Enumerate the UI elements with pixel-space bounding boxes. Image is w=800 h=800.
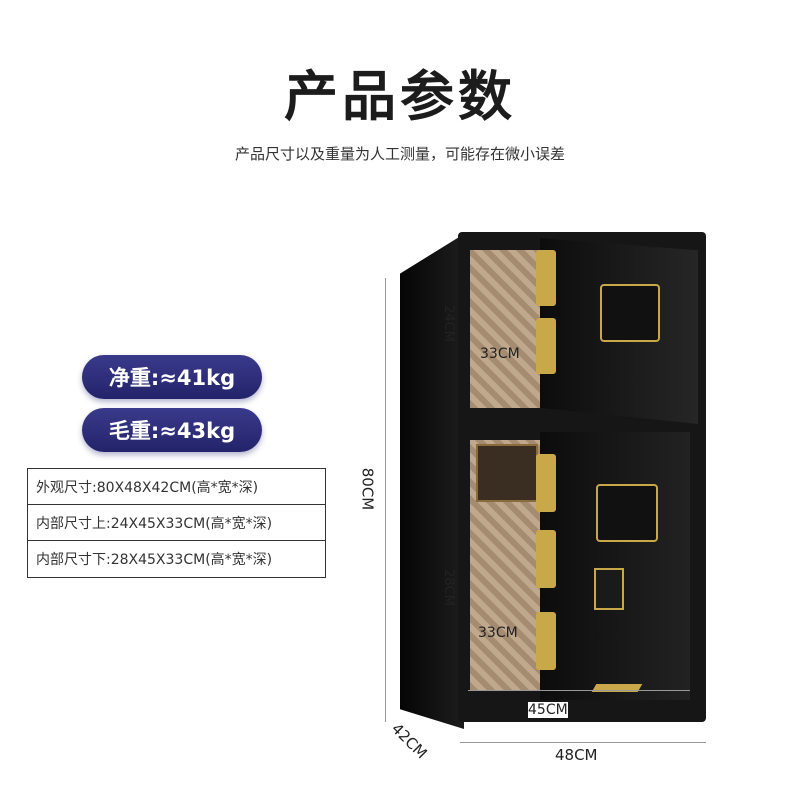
net-weight-badge: 净重:≈41kg bbox=[82, 355, 262, 399]
safe-side-panel bbox=[400, 234, 464, 729]
bolt bbox=[536, 454, 556, 512]
spec-row: 内部尺寸下:28X45X33CM(高*宽*深) bbox=[36, 552, 273, 568]
bolt bbox=[536, 612, 556, 670]
lower-depth-label: 33CM bbox=[478, 625, 518, 641]
lower-height-label: 28CM bbox=[440, 569, 456, 606]
bolt bbox=[536, 530, 556, 588]
bolt bbox=[536, 250, 556, 306]
height-dimension-line bbox=[385, 278, 386, 722]
height-label: 80CM bbox=[358, 467, 377, 511]
gross-weight-badge: 毛重:≈43kg bbox=[82, 408, 262, 452]
key-lock bbox=[594, 568, 624, 610]
inner-width-dimension-line bbox=[468, 690, 690, 691]
inner-drawer bbox=[476, 444, 538, 502]
lower-door bbox=[540, 432, 690, 700]
page-title: 产品参数 bbox=[284, 65, 516, 128]
page-subtitle: 产品尺寸以及重量为人工测量，可能存在微小误差 bbox=[234, 145, 565, 163]
upper-height-label: 24CM bbox=[440, 305, 456, 342]
inner-width-label: 45CM bbox=[528, 702, 568, 718]
safe-illustration bbox=[398, 222, 710, 742]
upper-keypad bbox=[600, 284, 660, 342]
width-label: 48CM bbox=[555, 746, 598, 764]
spec-row: 内部尺寸上:24X45X33CM(高*宽*深) bbox=[28, 505, 325, 541]
spec-table: 外观尺寸:80X48X42CM(高*宽*深) 内部尺寸上:24X45X33CM(… bbox=[27, 468, 326, 578]
upper-depth-label: 33CM bbox=[480, 346, 520, 362]
spec-row: 外观尺寸:80X48X42CM(高*宽*深) bbox=[28, 469, 325, 505]
lower-keypad bbox=[596, 484, 658, 542]
width-dimension-line bbox=[460, 742, 706, 743]
bolt bbox=[536, 318, 556, 374]
